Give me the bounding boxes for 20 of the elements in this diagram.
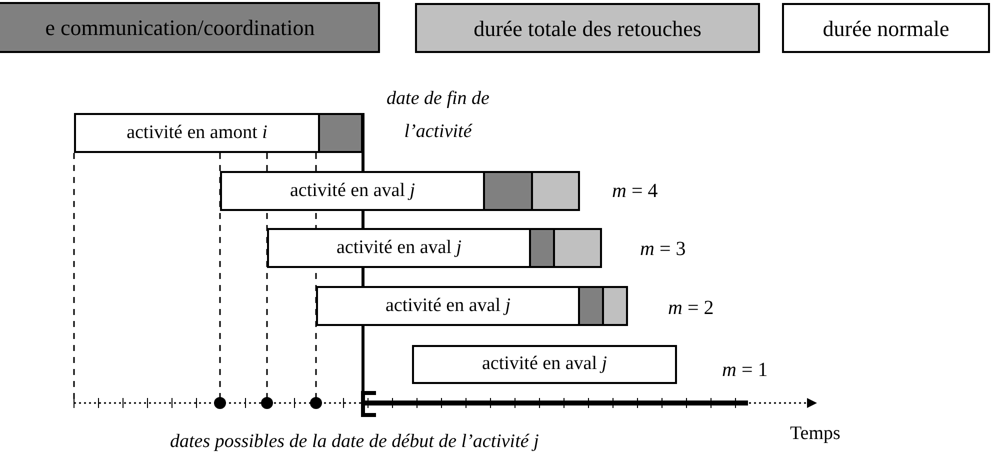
legend-text: durée totale des retouches [474, 14, 702, 42]
legend-text: e communication/coordination [45, 14, 315, 42]
scenario-label: m = 1 [722, 358, 768, 383]
scenario-label: m = 4 [612, 179, 658, 204]
activity-bar [267, 228, 602, 268]
activity-label: activité en aval j [290, 178, 416, 203]
activity-label: activité en aval j [482, 352, 608, 376]
legend-text: durée normale [822, 14, 950, 42]
scenario-label: m = 3 [640, 237, 686, 262]
activity-bar [412, 345, 677, 384]
activity-label: activité en amont i [126, 120, 268, 145]
activity-bar [74, 113, 363, 153]
end-date-note: date de fin de l’activité [386, 87, 490, 144]
activity-label: activité en aval j [385, 294, 511, 318]
activity-label: activité en aval j [336, 236, 462, 260]
axis-caption: dates possibles de la date de début de l’activité j [170, 430, 539, 452]
activity-bar [316, 286, 628, 326]
axis-label: Temps [790, 422, 840, 446]
scenario-label: m = 2 [668, 296, 714, 321]
activity-bar [220, 171, 580, 211]
